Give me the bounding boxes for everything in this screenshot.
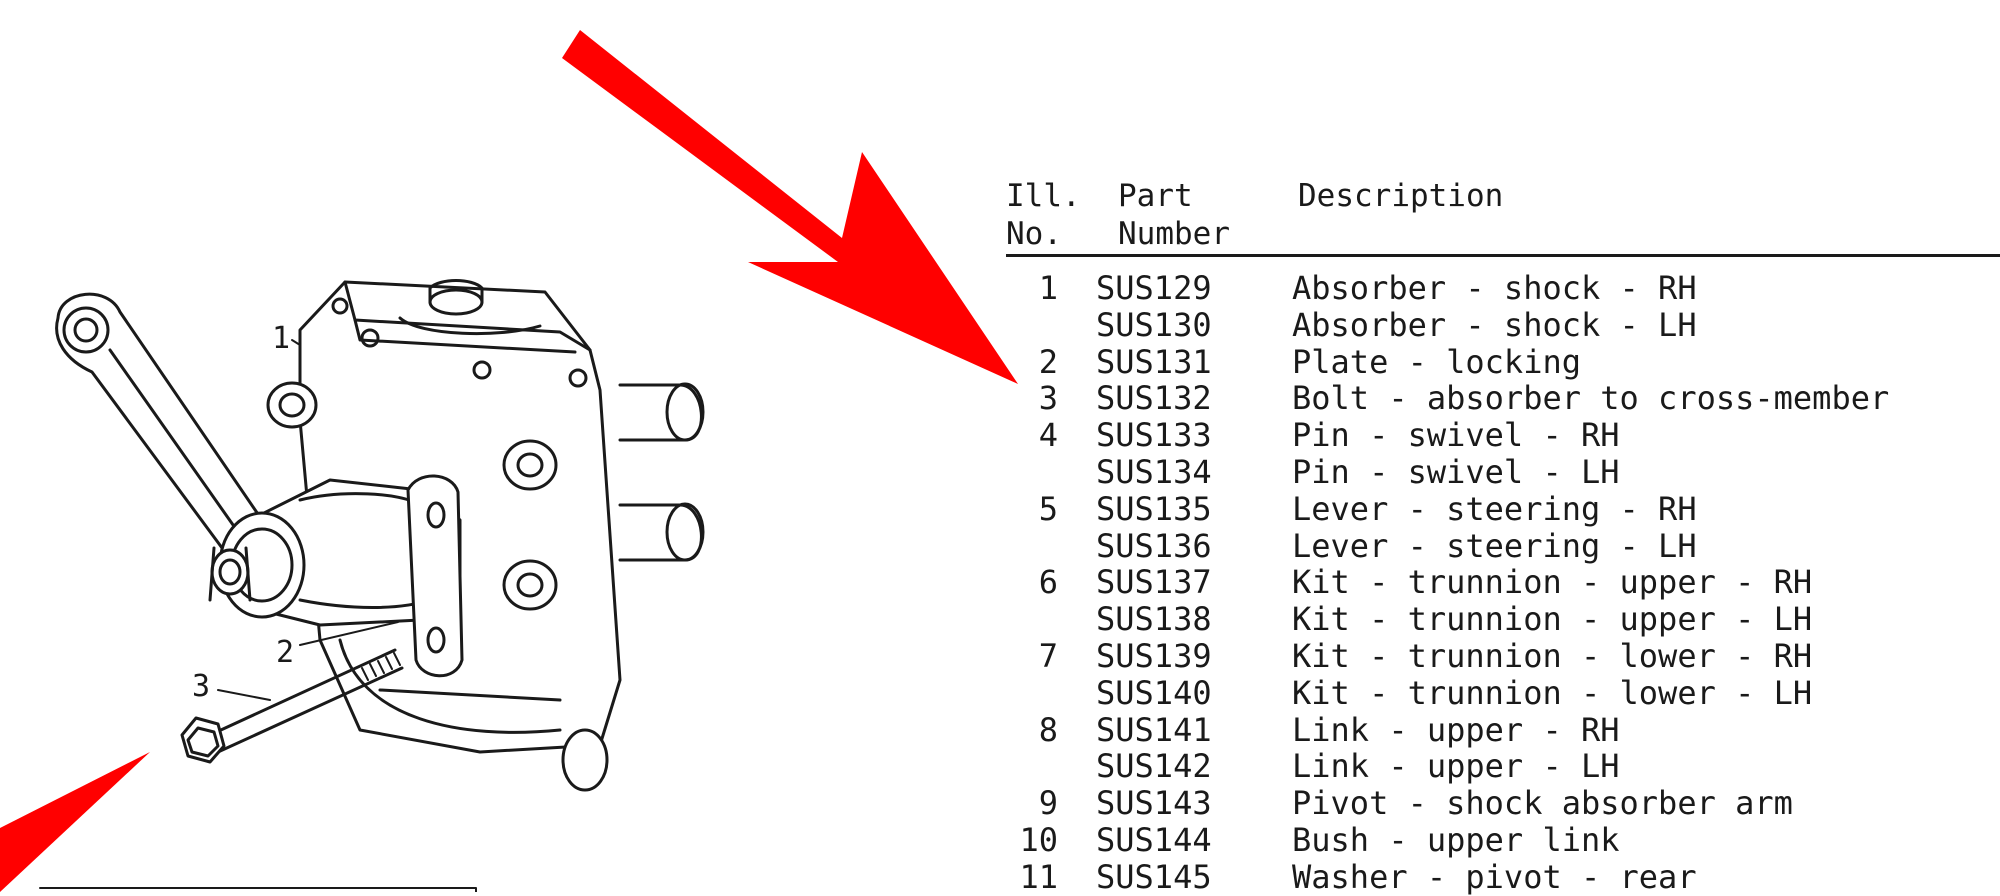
description-cell: Kit - trunnion - upper - RH <box>1292 563 1813 602</box>
header-part-line2: Number <box>1118 216 1230 252</box>
table-row: SUS136 Lever - steering - LH <box>1006 526 2000 565</box>
ill-no-cell: 6 <box>1038 563 1058 602</box>
parts-rows: 1 SUS129 Absorber - shock - RH SUS130 Absorb… <box>1006 270 2000 896</box>
part-number-cell: SUS144 <box>1096 820 1212 859</box>
header-part-line1: Part <box>1118 178 1193 214</box>
description-cell: Link - upper - LH <box>1292 747 1620 786</box>
table-row: 4 SUS133 Pin - swivel - RH <box>1006 417 2000 454</box>
description-cell: Plate - locking <box>1292 342 1581 381</box>
table-row: SUS138 Kit - trunnion - upper - LH <box>1006 601 2000 638</box>
callout-leaders <box>217 339 399 701</box>
table-row: 10 SUS144 Bush - upper link <box>1006 822 2000 859</box>
part-number-cell: SUS130 <box>1096 305 1212 344</box>
table-row: SUS130 Absorber - shock - LH <box>1006 305 2000 344</box>
ill-no-cell: 2 <box>1038 342 1058 381</box>
description-cell: Kit - trunnion - lower - RH <box>1292 636 1813 675</box>
description-cell: Pin - swivel - RH <box>1292 416 1620 455</box>
table-row: 1 SUS129 Absorber - shock - RH <box>1006 270 2000 307</box>
callout-3: 3 <box>192 669 210 704</box>
part-number-cell: SUS143 <box>1096 784 1212 823</box>
part-number-cell: SUS142 <box>1096 747 1212 786</box>
description-cell: Bush - upper link <box>1292 820 1620 859</box>
callout-1: 1 <box>272 321 290 356</box>
table-row: 9 SUS143 Pivot - shock absorber arm <box>1006 785 2000 822</box>
red-arrow-to-table-icon <box>562 30 1018 384</box>
description-cell: Absorber - shock - LH <box>1292 305 1697 344</box>
table-row: 8 SUS141 Link - upper - RH <box>1006 710 2000 749</box>
description-cell: Link - upper - RH <box>1292 710 1620 749</box>
link-plate-drawing <box>406 474 464 678</box>
description-cell: Pivot - shock absorber arm <box>1292 784 1793 823</box>
header-ill-line2: No. <box>1006 216 1062 252</box>
part-number-cell: SUS145 <box>1096 857 1212 896</box>
part-number-cell: SUS138 <box>1096 600 1212 639</box>
description-cell: Lever - steering - LH <box>1292 526 1697 565</box>
header-rule <box>1006 254 2000 257</box>
description-cell: Absorber - shock - RH <box>1292 269 1697 307</box>
table-row: 7 SUS139 Kit - trunnion - lower - RH <box>1006 638 2000 675</box>
ill-no-cell: 3 <box>1038 379 1058 418</box>
part-number-cell: SUS131 <box>1096 342 1212 381</box>
ill-no-cell: 9 <box>1038 784 1058 823</box>
description-cell: Pin - swivel - LH <box>1292 452 1620 491</box>
table-row: 5 SUS135 Lever - steering - RH <box>1006 489 2000 528</box>
red-arrow-to-bolt-icon <box>0 752 150 892</box>
ill-no-cell: 4 <box>1038 416 1058 455</box>
description-cell: Kit - trunnion - lower - LH <box>1292 673 1813 712</box>
callout-2: 2 <box>276 635 294 670</box>
lever-arm-drawing <box>55 292 264 558</box>
table-row: SUS140 Kit - trunnion - lower - LH <box>1006 673 2000 712</box>
part-number-cell: SUS133 <box>1096 416 1212 455</box>
ill-no-cell: 7 <box>1038 636 1058 675</box>
description-cell: Kit - trunnion - upper - LH <box>1292 600 1813 639</box>
part-number-cell: SUS132 <box>1096 379 1212 418</box>
part-number-cell: SUS134 <box>1096 452 1212 491</box>
ill-no-cell: 5 <box>1038 489 1058 528</box>
part-number-cell: SUS136 <box>1096 526 1212 565</box>
header-ill-line1: Ill. <box>1006 178 1081 214</box>
part-number-cell: SUS135 <box>1096 489 1212 528</box>
description-cell: Washer - pivot - rear <box>1292 857 1697 896</box>
part-number-cell: SUS129 <box>1096 269 1212 307</box>
description-cell: Bolt - absorber to cross-member <box>1292 379 1890 418</box>
table-row: SUS142 Link - upper - LH <box>1006 748 2000 785</box>
part-number-cell: SUS140 <box>1096 673 1212 712</box>
table-row: 2 SUS131 Plate - locking <box>1006 342 2000 381</box>
ill-no-cell: 11 <box>1019 857 1058 896</box>
ill-no-cell: 10 <box>1019 820 1058 859</box>
header-description: Description <box>1298 178 1504 214</box>
table-row: SUS134 Pin - swivel - LH <box>1006 454 2000 491</box>
table-row: 11 SUS145 Washer - pivot - rear <box>1006 857 2000 896</box>
table-row: 3 SUS132 Bolt - absorber to cross-member <box>1006 380 2000 417</box>
caption-box-edge <box>39 887 477 892</box>
part-number-cell: SUS137 <box>1096 563 1212 602</box>
bolt-drawing <box>180 648 404 764</box>
part-number-cell: SUS139 <box>1096 636 1212 675</box>
part-number-cell: SUS141 <box>1096 710 1212 749</box>
spindle-drawing <box>208 478 462 627</box>
ill-no-cell: 8 <box>1038 710 1058 749</box>
table-row: 6 SUS137 Kit - trunnion - upper - RH <box>1006 564 2000 601</box>
description-cell: Lever - steering - RH <box>1292 489 1697 528</box>
ill-no-cell: 1 <box>1038 269 1058 307</box>
